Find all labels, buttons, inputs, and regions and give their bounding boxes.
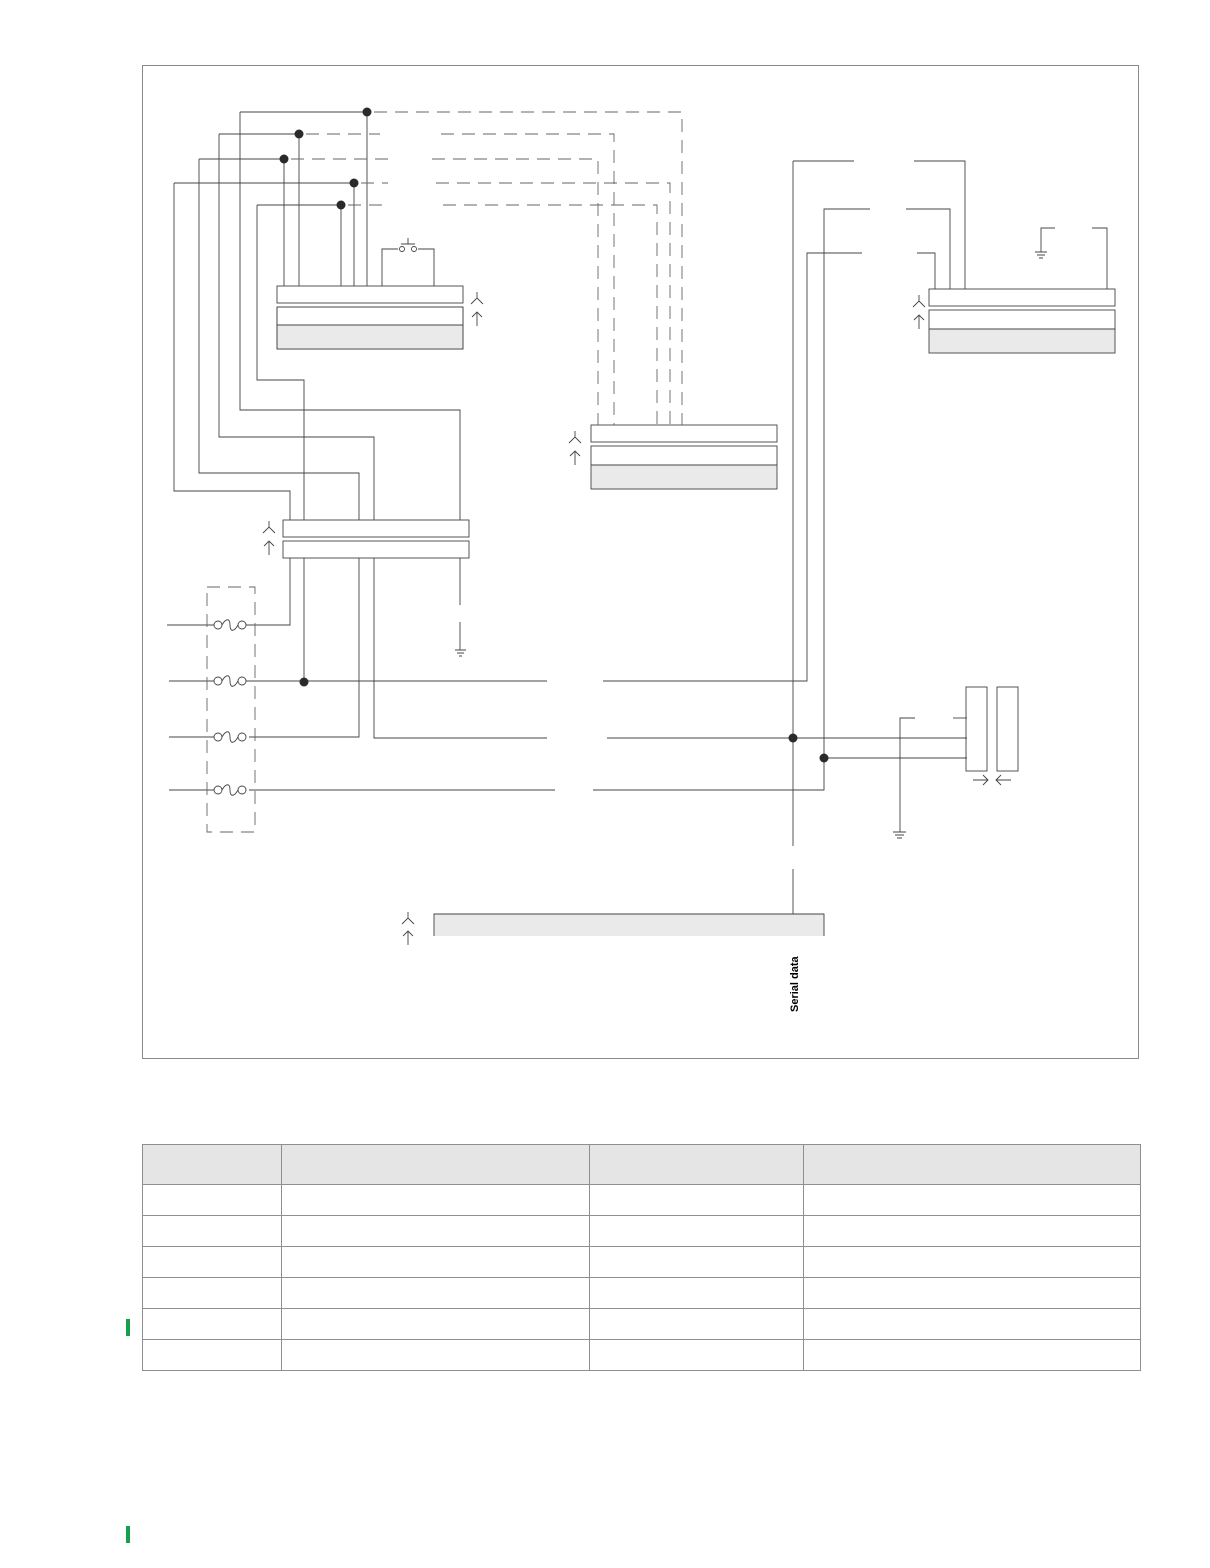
table-header-cell (142, 1144, 282, 1185)
table-row (142, 1246, 1141, 1278)
table-cell (142, 1184, 282, 1216)
connector-symbol-icon (262, 521, 276, 555)
table-cell (803, 1277, 1141, 1309)
table-cell (589, 1277, 804, 1309)
connector-top-right (928, 288, 1116, 354)
table-header-cell (803, 1144, 1141, 1185)
push-switch-icon (381, 238, 435, 286)
table-cell (281, 1215, 590, 1247)
connector-symbol-icon (568, 431, 582, 465)
fuses (213, 619, 247, 796)
change-bar-marker (126, 1526, 130, 1543)
table-row (142, 1339, 1141, 1371)
table-row (142, 1277, 1141, 1309)
dashed-wires (206, 111, 683, 833)
connector-symbol-icon (470, 292, 484, 326)
connector-lower-left (282, 519, 470, 559)
table-row (142, 1184, 1141, 1216)
table-row (142, 1215, 1141, 1247)
table-cell (281, 1246, 590, 1278)
table-cell (803, 1215, 1141, 1247)
connector-top-left (276, 285, 464, 350)
table-cell (589, 1246, 804, 1278)
table-cell (589, 1184, 804, 1216)
connector-symbol-icon (401, 912, 415, 945)
table-cell (142, 1277, 282, 1309)
change-bar-marker (126, 1319, 130, 1336)
fuse-icon (213, 619, 247, 631)
table-cell (803, 1308, 1141, 1340)
fuse-icon (213, 731, 247, 743)
table-cell (803, 1184, 1141, 1216)
junction-dots (279, 107, 829, 763)
connector-symbol-icon (912, 295, 926, 329)
table-cell (589, 1339, 804, 1371)
table-cell (142, 1339, 282, 1371)
table-cell (281, 1308, 590, 1340)
fuse-icon (213, 675, 247, 687)
serial-data-label: Serial data (789, 955, 801, 1012)
table-row (142, 1308, 1141, 1340)
arrow-right-icon (973, 774, 989, 786)
connector-bottom (433, 913, 825, 936)
arrow-symbol-icon (995, 774, 1011, 786)
table-cell (803, 1246, 1141, 1278)
table-cell (589, 1215, 804, 1247)
table-cell (142, 1308, 282, 1340)
table-header-cell (281, 1144, 590, 1185)
connector-middle (590, 424, 778, 490)
diagram-frame (142, 65, 1139, 1059)
table-cell (281, 1277, 590, 1309)
fuse-icon (213, 784, 247, 796)
relay-box (965, 686, 988, 772)
table-cell (589, 1308, 804, 1340)
table-cell (281, 1184, 590, 1216)
table-cell (803, 1339, 1141, 1371)
table-header-cell (589, 1144, 804, 1185)
table-header-row (142, 1144, 1141, 1185)
wiring-diagram: Serial data (167, 107, 1116, 1012)
spec-table (142, 1144, 1141, 1371)
table-cell (142, 1215, 282, 1247)
table-cell (142, 1246, 282, 1278)
table-cell (281, 1339, 590, 1371)
relay-box (996, 686, 1019, 772)
